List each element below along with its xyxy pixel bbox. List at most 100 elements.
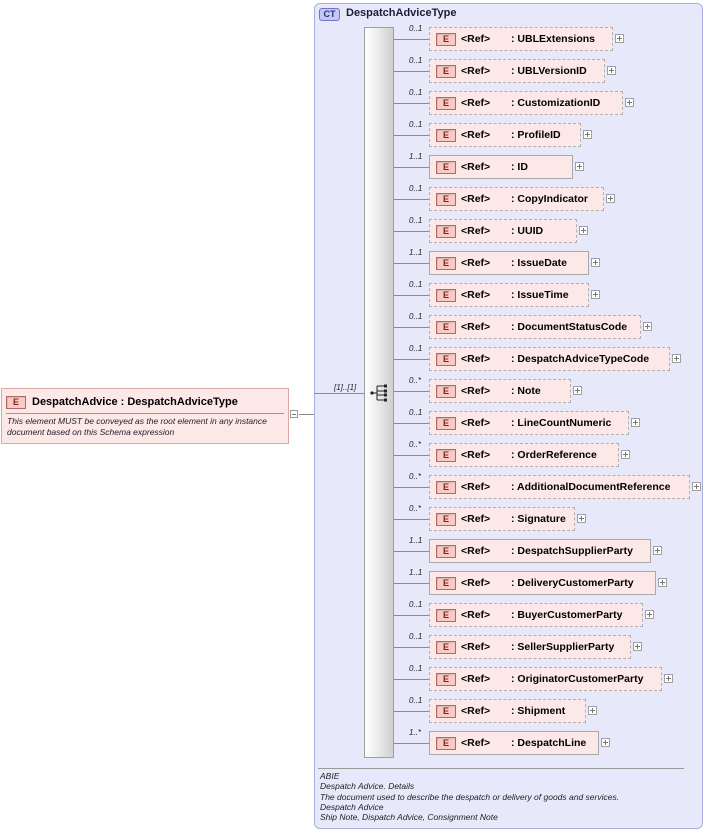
ref-label: <Ref> (461, 225, 491, 237)
multiplicity-label: 0..1 (409, 56, 423, 65)
multiplicity-label: 0..1 (409, 408, 423, 417)
ref-label: <Ref> (461, 545, 491, 557)
child-connector-line (394, 263, 429, 264)
child-connector-line (394, 391, 429, 392)
element-name: : DespatchSupplierParty (511, 545, 633, 557)
child-connector-line (394, 231, 429, 232)
element-type-icon: E (436, 384, 456, 398)
child-element-box[interactable]: E<Ref>: BuyerCustomerParty (429, 603, 643, 627)
root-element-box[interactable]: E DespatchAdvice : DespatchAdviceType Th… (1, 388, 289, 444)
child-element-box[interactable]: E <Ref> : Note (429, 379, 571, 403)
root-connector-line (299, 414, 314, 415)
child-element-box[interactable]: E<Ref>: Signature (429, 507, 575, 531)
child-element-box[interactable]: E<Ref>: DespatchSupplierParty (429, 539, 651, 563)
annotation-line: ABIE (320, 771, 340, 781)
child-element-box[interactable]: E<Ref>: UBLExtensions (429, 27, 613, 51)
multiplicity-label: 0..1 (409, 216, 423, 225)
ref-label: <Ref> (461, 385, 491, 397)
element-type-icon: E (436, 608, 456, 622)
multiplicity-label: 0..* (409, 472, 422, 481)
expand-icon[interactable] (591, 290, 600, 299)
expand-icon[interactable] (606, 194, 615, 203)
element-name: : UUID (511, 225, 544, 237)
expand-icon[interactable] (577, 514, 586, 523)
expand-icon[interactable] (645, 610, 654, 619)
collapse-icon[interactable] (290, 410, 298, 418)
child-connector-line (394, 711, 429, 712)
child-element-box[interactable]: E<Ref>: LineCountNumeric (429, 411, 629, 435)
element-type-icon: E (436, 192, 456, 206)
expand-icon[interactable] (601, 738, 610, 747)
element-type-icon: E (436, 416, 456, 430)
expand-icon[interactable] (692, 482, 701, 491)
ref-label: <Ref> (461, 257, 491, 269)
child-element-row: 0..*E<Ref>: OrderReference (394, 438, 703, 470)
child-element-box[interactable]: E<Ref>: CopyIndicator (429, 187, 604, 211)
element-type-icon: E (436, 64, 456, 78)
child-connector-line (394, 71, 429, 72)
ref-label: <Ref> (461, 641, 491, 653)
element-type-icon: E (436, 128, 456, 142)
expand-icon[interactable] (625, 98, 634, 107)
child-connector-line (394, 423, 429, 424)
expand-icon[interactable] (588, 706, 597, 715)
ref-label: <Ref> (461, 353, 491, 365)
child-connector-line (394, 103, 429, 104)
multiplicity-label: 0..1 (409, 632, 423, 641)
child-element-box[interactable]: E<Ref>: SellerSupplierParty (429, 635, 631, 659)
child-connector-line (394, 679, 429, 680)
child-element-box[interactable]: E<Ref>: UUID (429, 219, 577, 243)
element-name: : LineCountNumeric (511, 417, 612, 429)
expand-icon[interactable] (573, 386, 582, 395)
element-type-icon: E (436, 736, 456, 750)
expand-icon[interactable] (575, 162, 584, 171)
ref-label: <Ref> (461, 97, 491, 109)
child-element-box[interactable]: E<Ref>: UBLVersionID (429, 59, 605, 83)
ref-label: <Ref> (461, 321, 491, 333)
multiplicity-label: 0..1 (409, 120, 423, 129)
expand-icon[interactable] (653, 546, 662, 555)
expand-icon[interactable] (633, 642, 642, 651)
child-element-box[interactable]: E<Ref>: DeliveryCustomerParty (429, 571, 656, 595)
child-element-box[interactable]: E<Ref>: ProfileID (429, 123, 581, 147)
child-element-box[interactable]: E<Ref>: ID (429, 155, 573, 179)
expand-icon[interactable] (664, 674, 673, 683)
expand-icon[interactable] (583, 130, 592, 139)
child-element-box[interactable]: E<Ref>: OriginatorCustomerParty (429, 667, 662, 691)
sequence-icon[interactable] (369, 384, 389, 402)
child-element-box[interactable]: E<Ref>: IssueDate (429, 251, 589, 275)
child-element-box[interactable]: E<Ref>: AdditionalDocumentReference (429, 475, 690, 499)
element-type-icon: E (436, 32, 456, 46)
expand-icon[interactable] (658, 578, 667, 587)
child-connector-line (394, 487, 429, 488)
ref-label: <Ref> (461, 577, 491, 589)
child-element-box[interactable]: E<Ref>: Shipment (429, 699, 586, 723)
expand-icon[interactable] (672, 354, 681, 363)
child-element-row: 0..*E<Ref>: Signature (394, 502, 703, 534)
expand-icon[interactable] (631, 418, 640, 427)
element-type-icon: E (436, 160, 456, 174)
child-element-box[interactable]: E<Ref>: DespatchAdviceTypeCode (429, 347, 670, 371)
child-element-box[interactable]: E<Ref>: DocumentStatusCode (429, 315, 641, 339)
child-element-box[interactable]: E<Ref>: DespatchLine (429, 731, 599, 755)
expand-icon[interactable] (591, 258, 600, 267)
ref-label: <Ref> (461, 33, 491, 45)
child-element-box[interactable]: E<Ref>: CustomizationID (429, 91, 623, 115)
annotation-line: Ship Note, Dispatch Advice, Consignment … (320, 812, 498, 823)
element-name: : Note (511, 385, 541, 397)
expand-icon[interactable] (579, 226, 588, 235)
expand-icon[interactable] (607, 66, 616, 75)
child-element-row: 0..1 E<Ref>: SellerSupplierParty (394, 630, 703, 662)
child-element-box[interactable]: E<Ref>: OrderReference (429, 443, 619, 467)
ref-label: <Ref> (461, 673, 491, 685)
expand-icon[interactable] (643, 322, 652, 331)
expand-icon[interactable] (621, 450, 630, 459)
expand-icon[interactable] (615, 34, 624, 43)
ref-label: <Ref> (461, 705, 491, 717)
child-connector-line (394, 519, 429, 520)
child-element-box[interactable]: E<Ref>: IssueTime (429, 283, 589, 307)
element-name: : DeliveryCustomerParty (511, 577, 634, 589)
